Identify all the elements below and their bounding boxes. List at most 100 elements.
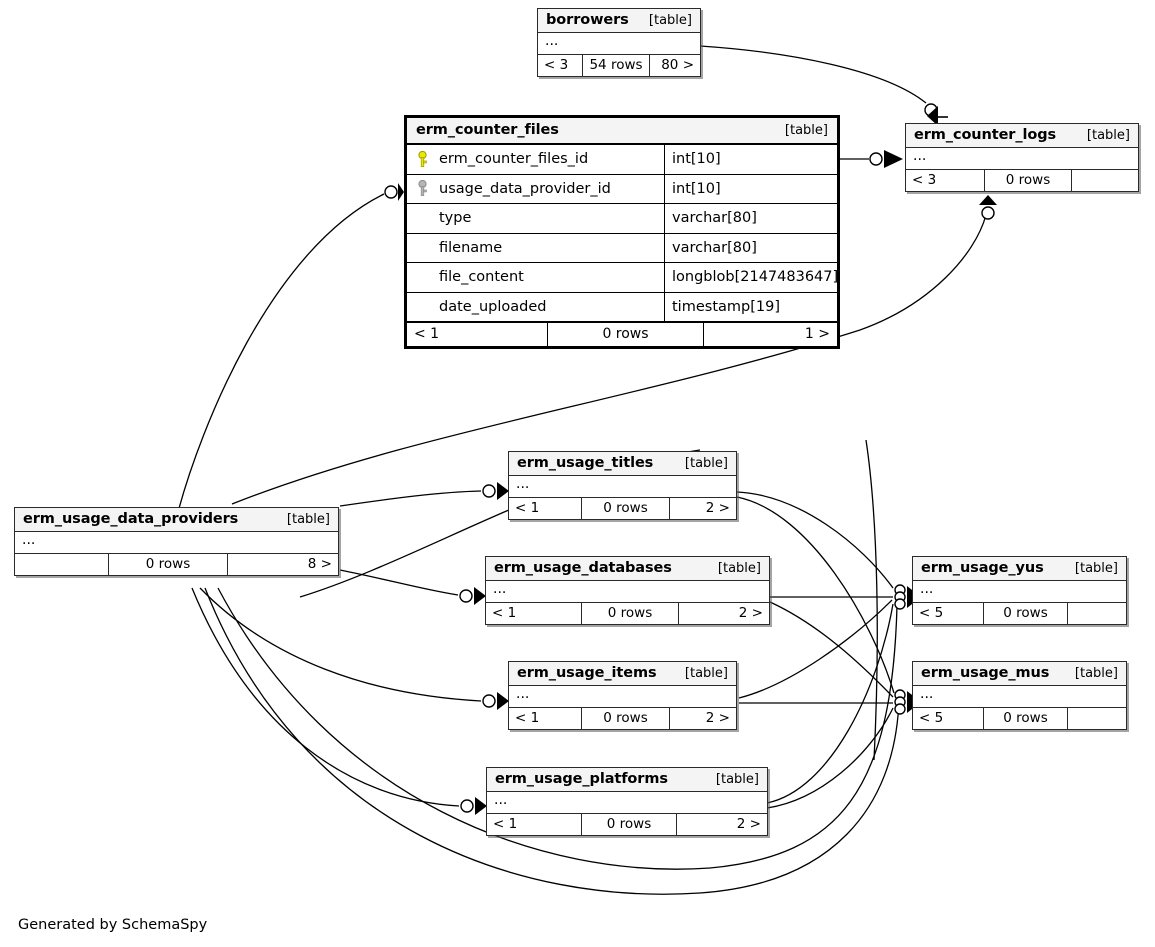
footer-child-count: 8 > — [307, 556, 332, 572]
column-name-cell: file_content — [407, 263, 665, 292]
table-kind-label: [table] — [684, 665, 728, 681]
table-kind-label: [table] — [715, 771, 759, 787]
table-kind-label: [table] — [1086, 127, 1130, 143]
edge-counterlogs-down-loop — [865, 439, 878, 761]
foreign-key-icon — [417, 180, 439, 197]
table-title: borrowers — [546, 12, 629, 28]
edge-providers-to-usage-items — [199, 587, 510, 710]
table-columns-ellipsis: ... — [509, 476, 736, 498]
column-name-cell: usage_data_provider_id — [407, 174, 665, 203]
footer-parent-count: < 1 — [493, 816, 518, 832]
table-header-erm-counter-files: erm_counter_files [table] — [407, 118, 837, 145]
table-columns-ellipsis: ... — [913, 686, 1126, 708]
table-node-erm-usage-titles[interactable]: erm_usage_titles [table] ... < 1 0 rows … — [508, 451, 737, 520]
table-row[interactable]: erm_counter_files_id int[10] — [407, 145, 837, 175]
footer-parent-count: < 5 — [919, 710, 944, 726]
footer-child-count — [1068, 603, 1126, 624]
column-type: int[10] — [672, 180, 721, 197]
column-type: longblob[2147483647] — [672, 269, 839, 286]
column-name: file_content — [439, 269, 524, 286]
footer-parent-count: < 1 — [492, 605, 517, 621]
footer-row-count: 0 rows — [983, 708, 1068, 729]
footer-parent-count: < 1 — [515, 710, 540, 726]
table-title: erm_counter_logs — [914, 127, 1057, 143]
table-title: erm_usage_titles — [517, 455, 654, 471]
column-name-cell: erm_counter_files_id — [407, 145, 665, 174]
table-columns-ellipsis: ... — [15, 532, 338, 554]
column-name-cell: filename — [407, 233, 665, 262]
table-columns-ellipsis: ... — [509, 686, 736, 708]
table-title: erm_usage_databases — [494, 560, 672, 576]
column-name-cell: type — [407, 204, 665, 233]
table-kind-label: [table] — [784, 122, 828, 138]
table-header-erm-usage-platforms: erm_usage_platforms [table] — [487, 768, 767, 792]
table-node-erm-usage-platforms[interactable]: erm_usage_platforms [table] ... < 1 0 ro… — [486, 767, 768, 836]
edge-usage-databases-to-usage-mus — [769, 601, 894, 698]
table-node-erm-usage-data-providers[interactable]: erm_usage_data_providers [table] ... 0 r… — [14, 507, 339, 576]
footer-row-count: 0 rows — [983, 603, 1068, 624]
table-title: erm_usage_items — [517, 665, 657, 681]
table-columns-ellipsis: ... — [486, 581, 769, 603]
table-node-erm-usage-yus[interactable]: erm_usage_yus [table] ... < 5 0 rows — [912, 556, 1127, 625]
table-kind-label: [table] — [286, 511, 330, 527]
table-row[interactable]: filename varchar[80] — [407, 233, 837, 263]
footer-child-count: 80 > — [661, 57, 694, 73]
table-header-erm-usage-titles: erm_usage_titles [table] — [509, 452, 736, 476]
table-columns-ellipsis: ... — [487, 792, 767, 814]
column-type: int[10] — [672, 151, 721, 168]
edge-usage-platforms-to-usage-mus — [766, 707, 894, 809]
table-node-erm-usage-items[interactable]: erm_usage_items [table] ... < 1 0 rows 2… — [508, 661, 737, 730]
table-footer: < 1 0 rows 1 > — [407, 322, 837, 346]
table-node-erm-usage-databases[interactable]: erm_usage_databases [table] ... < 1 0 ro… — [485, 556, 770, 625]
footer-parent-count: < 3 — [544, 57, 569, 73]
table-kind-label: [table] — [1074, 560, 1118, 576]
column-type: varchar[80] — [672, 210, 757, 227]
table-header-erm-usage-mus: erm_usage_mus [table] — [913, 662, 1126, 686]
edge-providers-to-usage-platforms — [191, 587, 488, 815]
table-footer: 0 rows 8 > — [15, 554, 338, 575]
table-header-erm-counter-logs: erm_counter_logs [table] — [906, 124, 1138, 148]
table-header-borrowers: borrowers [table] — [538, 9, 700, 33]
footer-child-count — [1068, 708, 1126, 729]
footer-parent-count: < 1 — [414, 326, 440, 342]
edge-erm-counter-files-to-erm-counter-logs — [840, 150, 903, 168]
table-columns-ellipsis: ... — [538, 33, 700, 55]
edge-providers-to-counter-files — [177, 183, 404, 513]
footer-row-count: 54 rows — [582, 55, 650, 76]
table-row[interactable]: date_uploaded timestamp[19] — [407, 292, 837, 322]
column-name: date_uploaded — [439, 298, 547, 315]
table-header-erm-usage-data-providers: erm_usage_data_providers [table] — [15, 508, 338, 532]
footer-child-count: 2 > — [738, 605, 763, 621]
table-node-erm-counter-files[interactable]: erm_counter_files [table] erm_counter_fi… — [404, 115, 840, 349]
table-footer: < 1 0 rows 2 > — [509, 708, 736, 729]
footer-row-count: 0 rows — [984, 170, 1072, 191]
table-kind-label: [table] — [717, 560, 761, 576]
table-row[interactable]: type varchar[80] — [407, 204, 837, 234]
footer-child-count: 1 > — [804, 326, 830, 342]
table-kind-label: [table] — [684, 455, 728, 471]
table-node-borrowers[interactable]: borrowers [table] ... < 3 54 rows 80 > — [537, 8, 701, 77]
footer-parent-count: < 3 — [912, 172, 937, 188]
table-columns-ellipsis: ... — [906, 148, 1138, 170]
footer-parent-count — [15, 554, 108, 575]
table-node-erm-usage-mus[interactable]: erm_usage_mus [table] ... < 5 0 rows — [912, 661, 1127, 730]
footer-parent-count: < 5 — [919, 605, 944, 621]
table-title: erm_usage_data_providers — [23, 511, 239, 527]
table-footer: < 1 0 rows 2 > — [486, 603, 769, 624]
table-header-erm-usage-yus: erm_usage_yus [table] — [913, 557, 1126, 581]
edge-usage-platforms-to-usage-yus — [766, 603, 894, 804]
table-row[interactable]: usage_data_provider_id int[10] — [407, 174, 837, 204]
table-title: erm_usage_platforms — [495, 771, 668, 787]
table-footer: < 5 0 rows — [913, 708, 1126, 729]
footer-row-count: 0 rows — [547, 323, 704, 346]
footer-row-count: 0 rows — [108, 554, 228, 575]
column-name: type — [439, 210, 472, 227]
table-footer: < 3 0 rows — [906, 170, 1138, 191]
table-node-erm-counter-logs[interactable]: erm_counter_logs [table] ... < 3 0 rows — [905, 123, 1139, 192]
column-name-cell: date_uploaded — [407, 292, 665, 321]
table-header-erm-usage-items: erm_usage_items [table] — [509, 662, 736, 686]
table-footer: < 1 0 rows 2 > — [487, 814, 767, 835]
footer-row-count: 0 rows — [581, 603, 679, 624]
table-row[interactable]: file_content longblob[2147483647] — [407, 263, 839, 293]
column-name: erm_counter_files_id — [439, 151, 589, 168]
